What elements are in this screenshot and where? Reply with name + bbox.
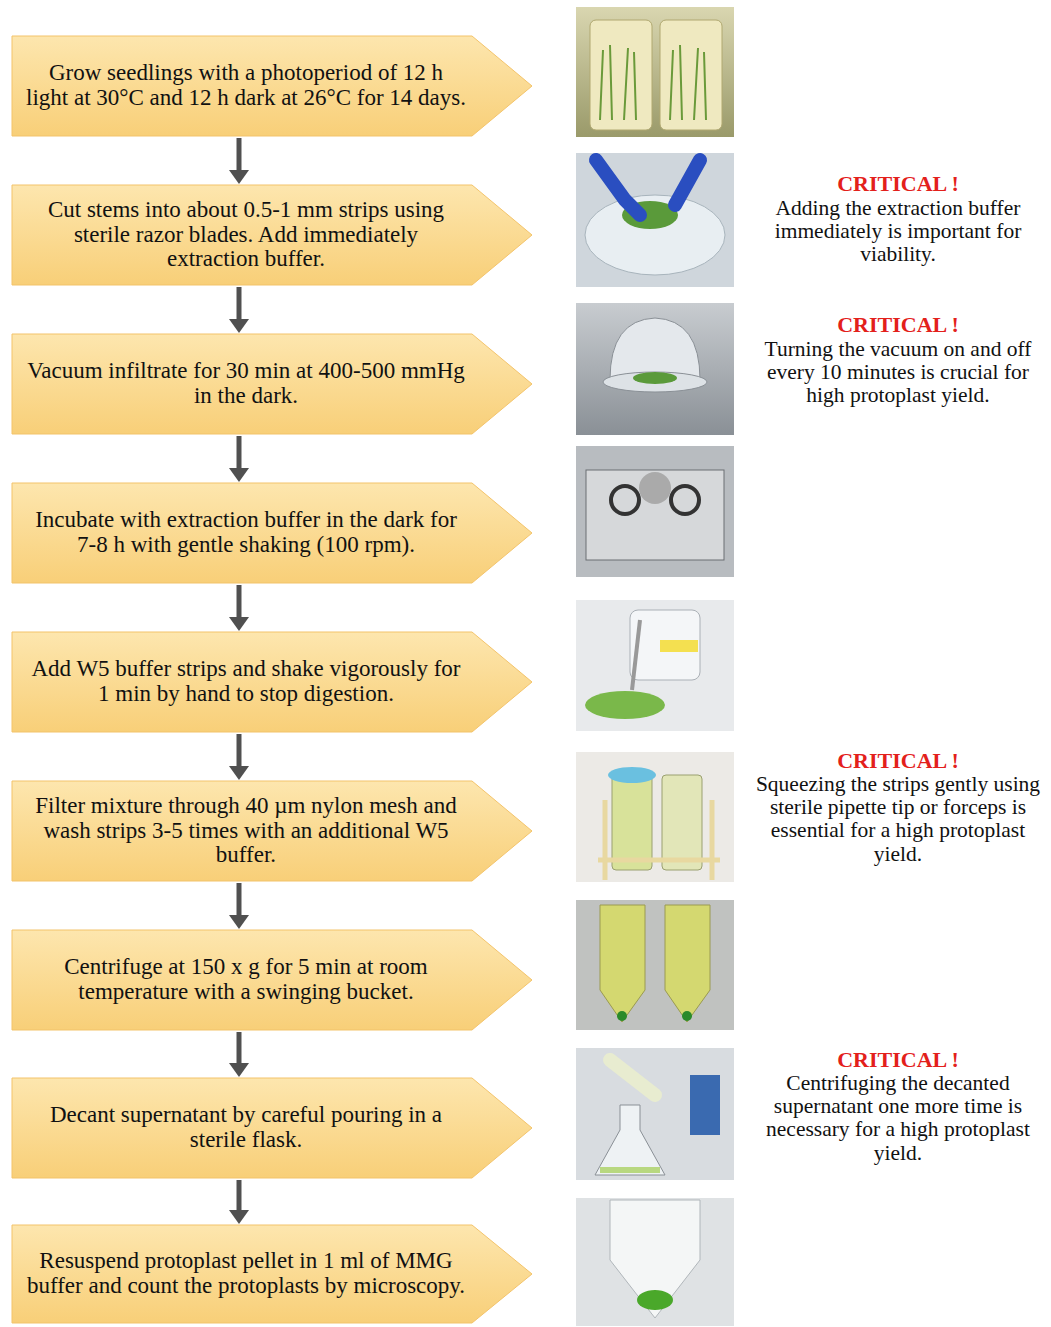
arrowhead [229, 468, 249, 482]
flow-arrow [229, 1032, 249, 1077]
step-text: Cut stems into about 0.5-1 mm strips usi… [26, 198, 466, 272]
photo-vacuum [576, 303, 734, 435]
flow-arrow-line [237, 585, 242, 617]
photo-seedlings [576, 7, 734, 137]
flow-arrow-line [237, 436, 242, 468]
process-step-arrow: Add W5 buffer strips and shake vigorousl… [12, 632, 532, 732]
flow-arrow-line [237, 287, 242, 319]
process-step-arrow: Resuspend protoplast pellet in 1 ml of M… [12, 1225, 532, 1323]
step-text: Decant supernatant by careful pouring in… [26, 1103, 466, 1153]
critical-note: Turning the vacuum on and off every 10 m… [750, 338, 1046, 408]
process-step-arrow: Filter mixture through 40 µm nylon mesh … [12, 781, 532, 881]
photo-filter [576, 752, 734, 882]
process-step-arrow: Incubate with extraction buffer in the d… [12, 483, 532, 583]
photo-cutting [576, 153, 734, 287]
step-arrow-outline [12, 632, 532, 732]
flow-arrow [229, 436, 249, 482]
arrowhead [229, 1063, 249, 1077]
photo-decanting [576, 1048, 734, 1180]
flow-arrow-line [237, 1032, 242, 1063]
arrowhead [229, 766, 249, 780]
step-arrow-outline [12, 930, 532, 1030]
critical-note: Squeezing the strips gently using steril… [750, 773, 1046, 866]
flow-arrow [229, 1180, 249, 1224]
step-arrow-outline [12, 334, 532, 434]
step-arrow-outline [12, 1078, 532, 1178]
step-arrow-outline [12, 185, 532, 285]
flow-arrow [229, 138, 249, 184]
process-step-arrow: Decant supernatant by careful pouring in… [12, 1078, 532, 1178]
process-step-arrow: Grow seedlings with a photoperiod of 12 … [12, 36, 532, 136]
flow-arrow [229, 287, 249, 333]
step-text: Add W5 buffer strips and shake vigorousl… [26, 657, 466, 707]
critical-note: Adding the extraction buffer immediately… [750, 197, 1046, 267]
flow-arrow-line [237, 734, 242, 766]
critical-heading: CRITICAL ! [750, 313, 1046, 337]
process-step-arrow: Cut stems into about 0.5-1 mm strips usi… [12, 185, 532, 285]
flow-arrow [229, 883, 249, 929]
arrowhead [229, 915, 249, 929]
flow-arrow-line [237, 138, 242, 170]
flow-arrow-line [237, 1180, 242, 1210]
process-step-arrow: Centrifuge at 150 x g for 5 min at room … [12, 930, 532, 1030]
arrowhead [229, 617, 249, 631]
process-step-arrow: Vacuum infiltrate for 30 min at 400-500 … [12, 334, 532, 434]
flow-arrow [229, 585, 249, 631]
step-arrow-outline [12, 483, 532, 583]
flow-arrow-line [237, 883, 242, 915]
photo-centrifuge-tubes [576, 900, 734, 1030]
critical-heading: CRITICAL ! [750, 1048, 1046, 1072]
arrowhead [229, 1210, 249, 1224]
step-text: Filter mixture through 40 µm nylon mesh … [26, 794, 466, 868]
step-text: Centrifuge at 150 x g for 5 min at room … [26, 955, 466, 1005]
step-arrow-outline [12, 1225, 532, 1323]
photo-w5-buffer [576, 600, 734, 731]
arrowhead [229, 319, 249, 333]
step-arrow-outline [12, 36, 532, 136]
arrowhead [229, 170, 249, 184]
step-text: Grow seedlings with a photoperiod of 12 … [26, 61, 466, 111]
critical-heading: CRITICAL ! [750, 172, 1046, 196]
critical-note: Centrifuging the decanted supernatant on… [750, 1072, 1046, 1165]
photo-shaker [576, 446, 734, 577]
step-text: Vacuum infiltrate for 30 min at 400-500 … [26, 359, 466, 409]
step-text: Resuspend protoplast pellet in 1 ml of M… [26, 1249, 466, 1299]
step-text: Incubate with extraction buffer in the d… [26, 508, 466, 558]
critical-heading: CRITICAL ! [750, 749, 1046, 773]
step-arrow-outline [12, 781, 532, 881]
photo-pellet [576, 1198, 734, 1326]
flow-arrow [229, 734, 249, 780]
